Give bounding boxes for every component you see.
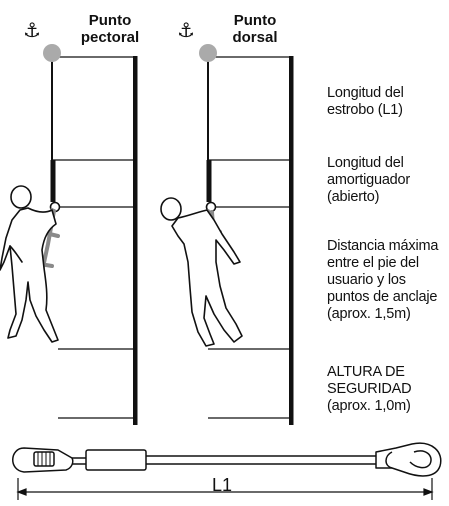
dorsal-anchor-point: [199, 44, 217, 62]
pectoral-header: Punto pectoral: [70, 12, 150, 46]
label-line: Longitud del: [327, 155, 404, 171]
anchor-icon: ⚓: [23, 18, 41, 42]
dorsal-header: Punto dorsal: [223, 12, 287, 46]
label-line: SEGURIDAD: [327, 381, 412, 397]
dorsal-wall: [289, 56, 294, 425]
pectoral-wall: [133, 56, 138, 425]
max-distance-label: Distancia máxima entre el pie del usuari…: [327, 238, 438, 323]
label-line: entre el pie del: [327, 255, 419, 271]
label-line: amortiguador: [327, 172, 411, 188]
lanyard-illustration: [12, 442, 442, 477]
shock-absorber: [85, 449, 147, 471]
label-line: (aprox. 1,0m): [327, 398, 411, 414]
header-line: pectoral: [80, 29, 140, 46]
l1-dimension-label: L1: [212, 475, 233, 495]
label-line: ALTURA DE: [327, 364, 405, 380]
pectoral-panel: [0, 44, 138, 425]
label-line: Longitud del: [327, 85, 404, 101]
label-line: estrobo (L1): [327, 102, 403, 118]
safety-height-label: ALTURA DE SEGURIDAD (aprox. 1,0m): [327, 364, 412, 415]
absorber-length-label: Longitud del amortiguador (abierto): [327, 155, 410, 206]
pectoral-anchor-point: [43, 44, 61, 62]
label-line: (aprox. 1,5m): [327, 306, 411, 322]
pectoral-person: [0, 185, 59, 343]
label-line: puntos de anclaje: [327, 289, 438, 305]
label-line: (abierto): [327, 189, 380, 205]
l1-dimension-line: [16, 478, 434, 500]
header-line: Punto: [88, 12, 132, 29]
header-line: Punto: [233, 12, 277, 29]
lanyard-length-label: Longitud del estrobo (L1): [327, 85, 404, 119]
anchor-icon: ⚓: [177, 18, 195, 42]
header-line: dorsal: [232, 29, 278, 46]
dorsal-person: [160, 197, 243, 347]
label-line: usuario y los: [327, 272, 406, 288]
label-line: Distancia máxima: [327, 238, 439, 254]
dorsal-panel: [160, 44, 294, 425]
